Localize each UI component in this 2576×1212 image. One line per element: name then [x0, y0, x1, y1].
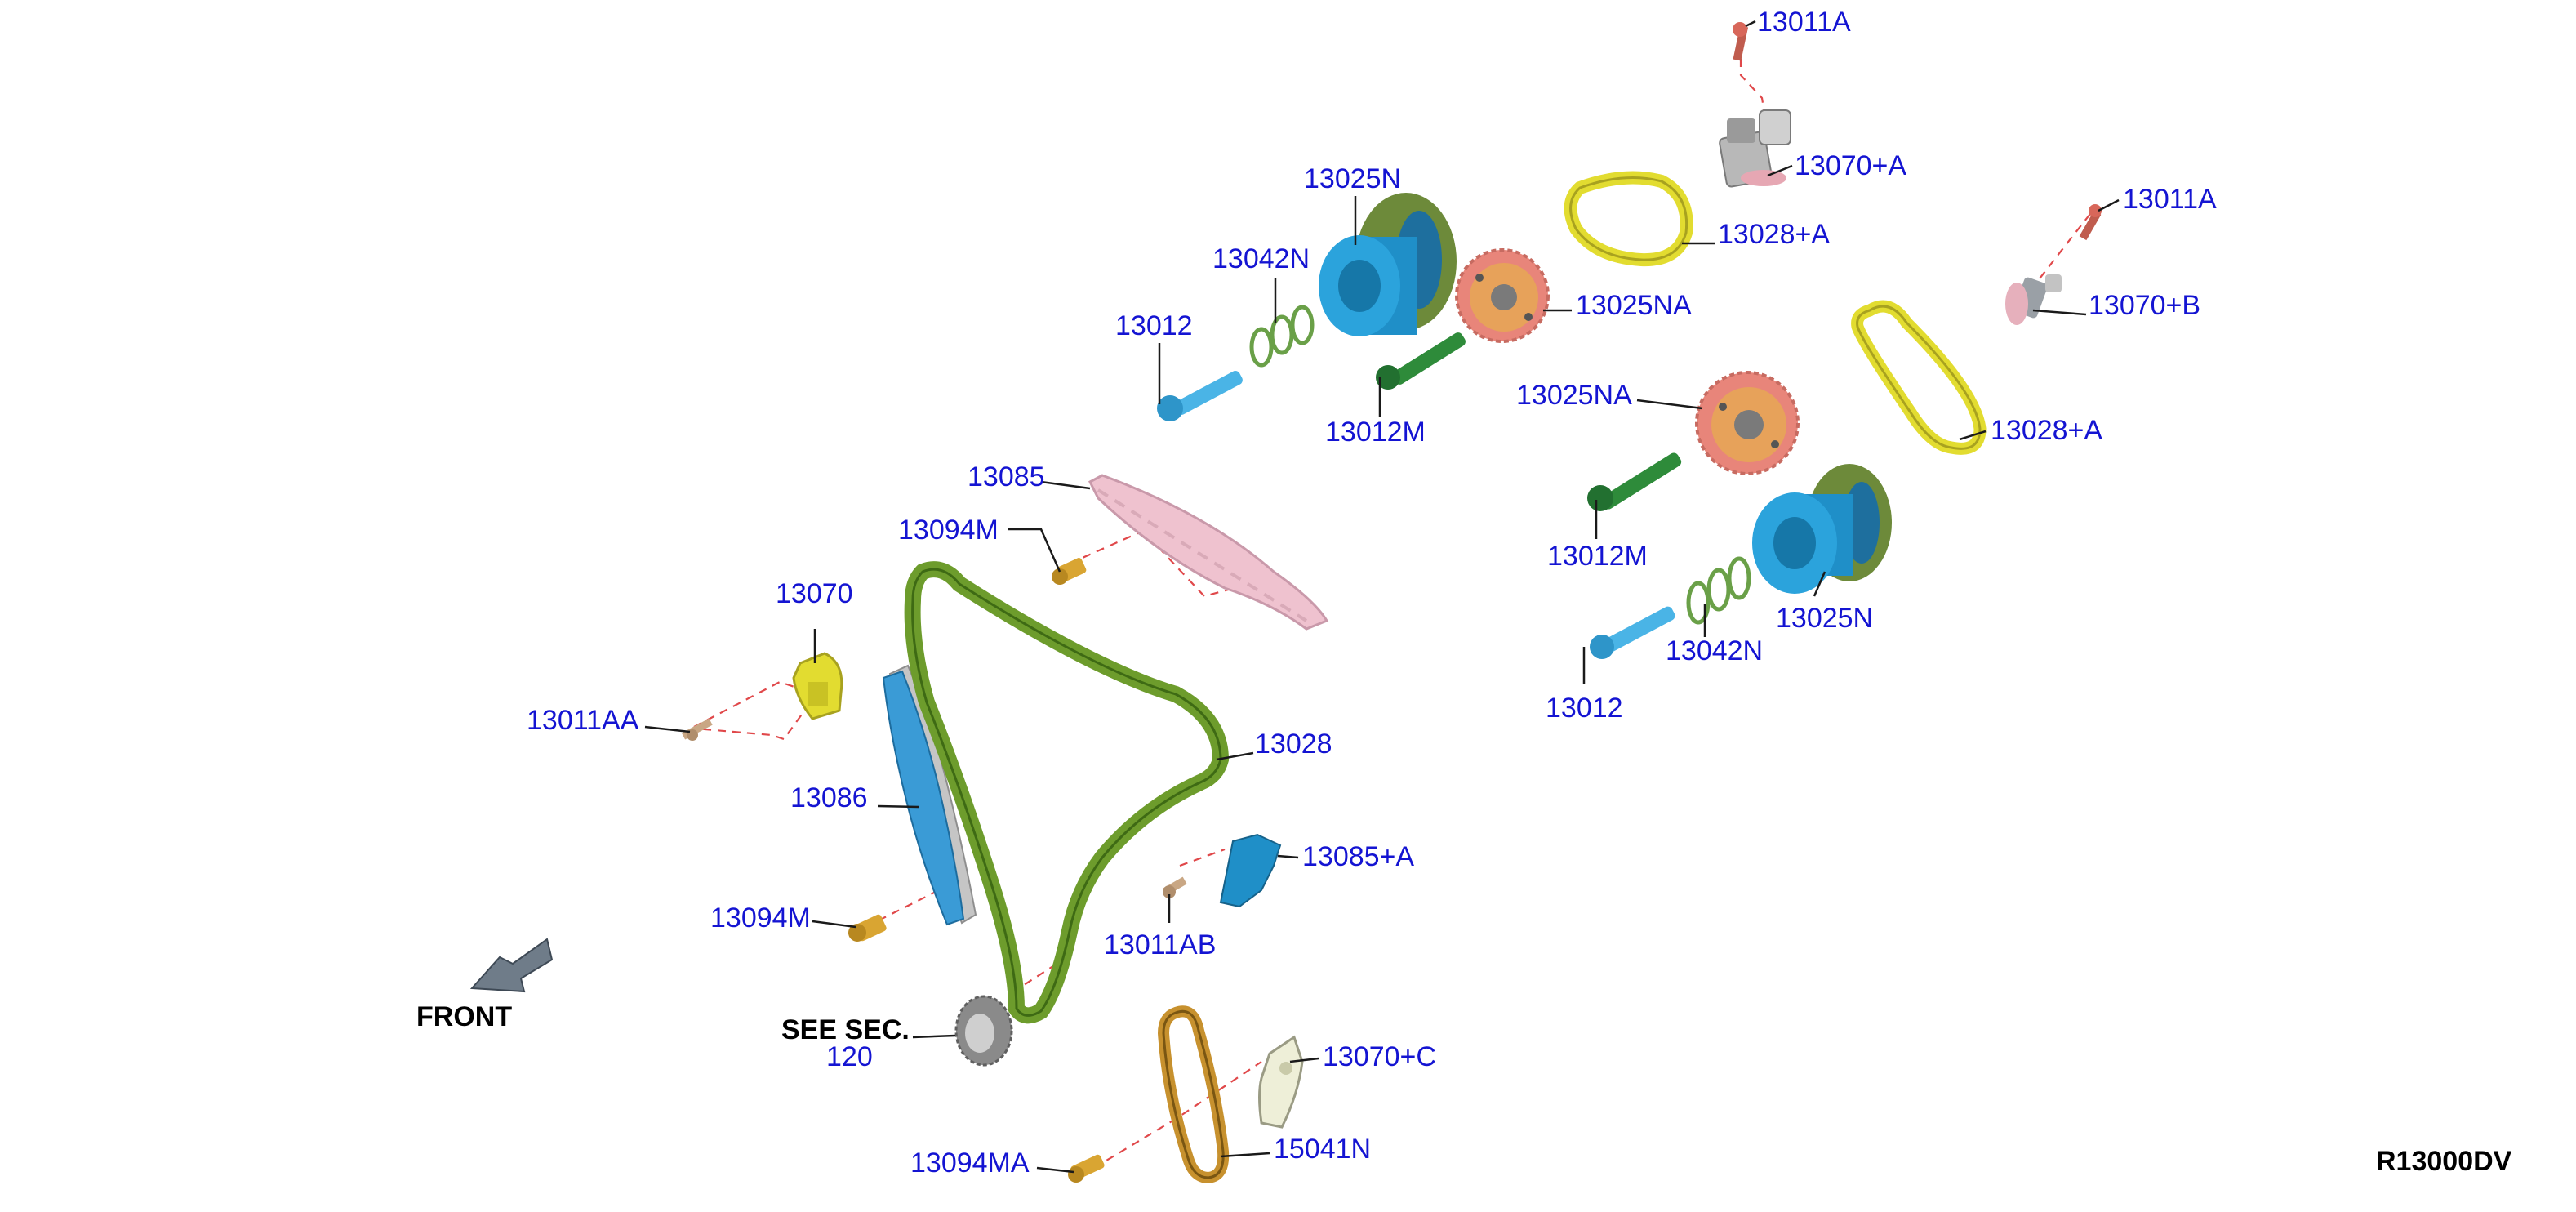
chain-guide-13085a[interactable] [1219, 833, 1282, 908]
tensioner-13070b[interactable] [2005, 274, 2062, 325]
label-13012-lower[interactable]: 13012 [1546, 693, 1623, 724]
label-13085a[interactable]: 13085+A [1302, 841, 1414, 872]
bolt-13011a-right[interactable] [2079, 204, 2102, 241]
camshaft-sprocket-13025n-lower[interactable] [1752, 464, 1892, 594]
label-13025na-lower[interactable]: 13025NA [1516, 380, 1632, 411]
label-13086[interactable]: 13086 [790, 782, 868, 813]
cam-sprocket-13025na-upper[interactable] [1455, 248, 1550, 343]
camshaft-sprocket-13025n-upper[interactable] [1319, 193, 1457, 336]
diagram-code: R13000DV [2376, 1146, 2512, 1177]
label-13012m-upper[interactable]: 13012M [1325, 417, 1426, 448]
chain-13028a-right[interactable] [1851, 300, 1987, 455]
label-13085[interactable]: 13085 [968, 461, 1045, 492]
bolt-13012m-upper[interactable] [1376, 331, 1467, 390]
orings-13042n-lower[interactable] [1686, 556, 1751, 625]
front-label: FRONT [416, 1001, 512, 1032]
bolt-13011a-top[interactable] [1733, 22, 1749, 61]
bolt-13094m-lower[interactable] [848, 913, 888, 942]
bolt-13012-lower[interactable] [1590, 605, 1677, 659]
tensioner-13070a[interactable] [1719, 109, 1791, 188]
label-13028a-upper[interactable]: 13028+A [1718, 219, 1830, 250]
label-13070-left[interactable]: 13070 [776, 578, 853, 609]
label-13011aa[interactable]: 13011AA [527, 705, 639, 736]
label-13094m-upper[interactable]: 13094M [898, 515, 999, 546]
label-13094m-lower[interactable]: 13094M [710, 902, 811, 934]
label-13025n-lower[interactable]: 13025N [1776, 603, 1873, 634]
bolt-13094ma[interactable] [1068, 1153, 1106, 1183]
crank-sprocket[interactable] [954, 995, 1013, 1067]
part-labels: 13011A 13070+A 13025N 13028+A 13042N 130… [416, 7, 2512, 1179]
label-13012-upper[interactable]: 13012 [1115, 310, 1193, 341]
bolt-13011ab[interactable] [1163, 876, 1187, 898]
label-13028[interactable]: 13028 [1255, 729, 1332, 760]
bolt-13012m-lower[interactable] [1587, 451, 1683, 511]
label-13042n-lower[interactable]: 13042N [1666, 635, 1763, 666]
label-13025na-upper[interactable]: 13025NA [1576, 290, 1692, 321]
label-13028a-right[interactable]: 13028+A [1991, 415, 2102, 446]
label-13025n-upper[interactable]: 13025N [1304, 163, 1401, 194]
chain-13028a-upper[interactable] [1564, 171, 1693, 267]
label-see-sec-ref[interactable]: 120 [826, 1041, 873, 1072]
leader-lines [644, 20, 2120, 1174]
timing-chain-13028[interactable] [904, 561, 1230, 1024]
tensioner-13070c[interactable] [1258, 1035, 1304, 1129]
label-13070b[interactable]: 13070+B [2089, 290, 2200, 321]
label-13012m-lower[interactable]: 13012M [1547, 541, 1648, 572]
bolt-13094m-upper[interactable] [1052, 557, 1088, 585]
orings-13042n-upper[interactable] [1249, 305, 1315, 368]
label-13011a-top[interactable]: 13011A [1757, 7, 1851, 38]
chain-guide-13085[interactable] [1088, 474, 1329, 631]
label-see-sec[interactable]: SEE SEC. [781, 1014, 910, 1045]
cam-sprocket-13025na-lower[interactable] [1695, 371, 1800, 475]
label-13042n-upper[interactable]: 13042N [1212, 243, 1310, 274]
front-arrow-icon [469, 938, 554, 993]
tensioner-13070[interactable] [792, 652, 843, 720]
label-15041n[interactable]: 15041N [1274, 1134, 1371, 1165]
label-13011ab[interactable]: 13011AB [1104, 929, 1216, 960]
label-13011a-right[interactable]: 13011A [2123, 184, 2217, 215]
label-13070a[interactable]: 13070+A [1795, 150, 1906, 181]
label-13094ma[interactable]: 13094MA [910, 1147, 1030, 1179]
oil-pump-chain-15041n[interactable] [1157, 1005, 1230, 1184]
label-13070c[interactable]: 13070+C [1323, 1041, 1436, 1072]
bolt-13012-upper[interactable] [1157, 369, 1244, 421]
